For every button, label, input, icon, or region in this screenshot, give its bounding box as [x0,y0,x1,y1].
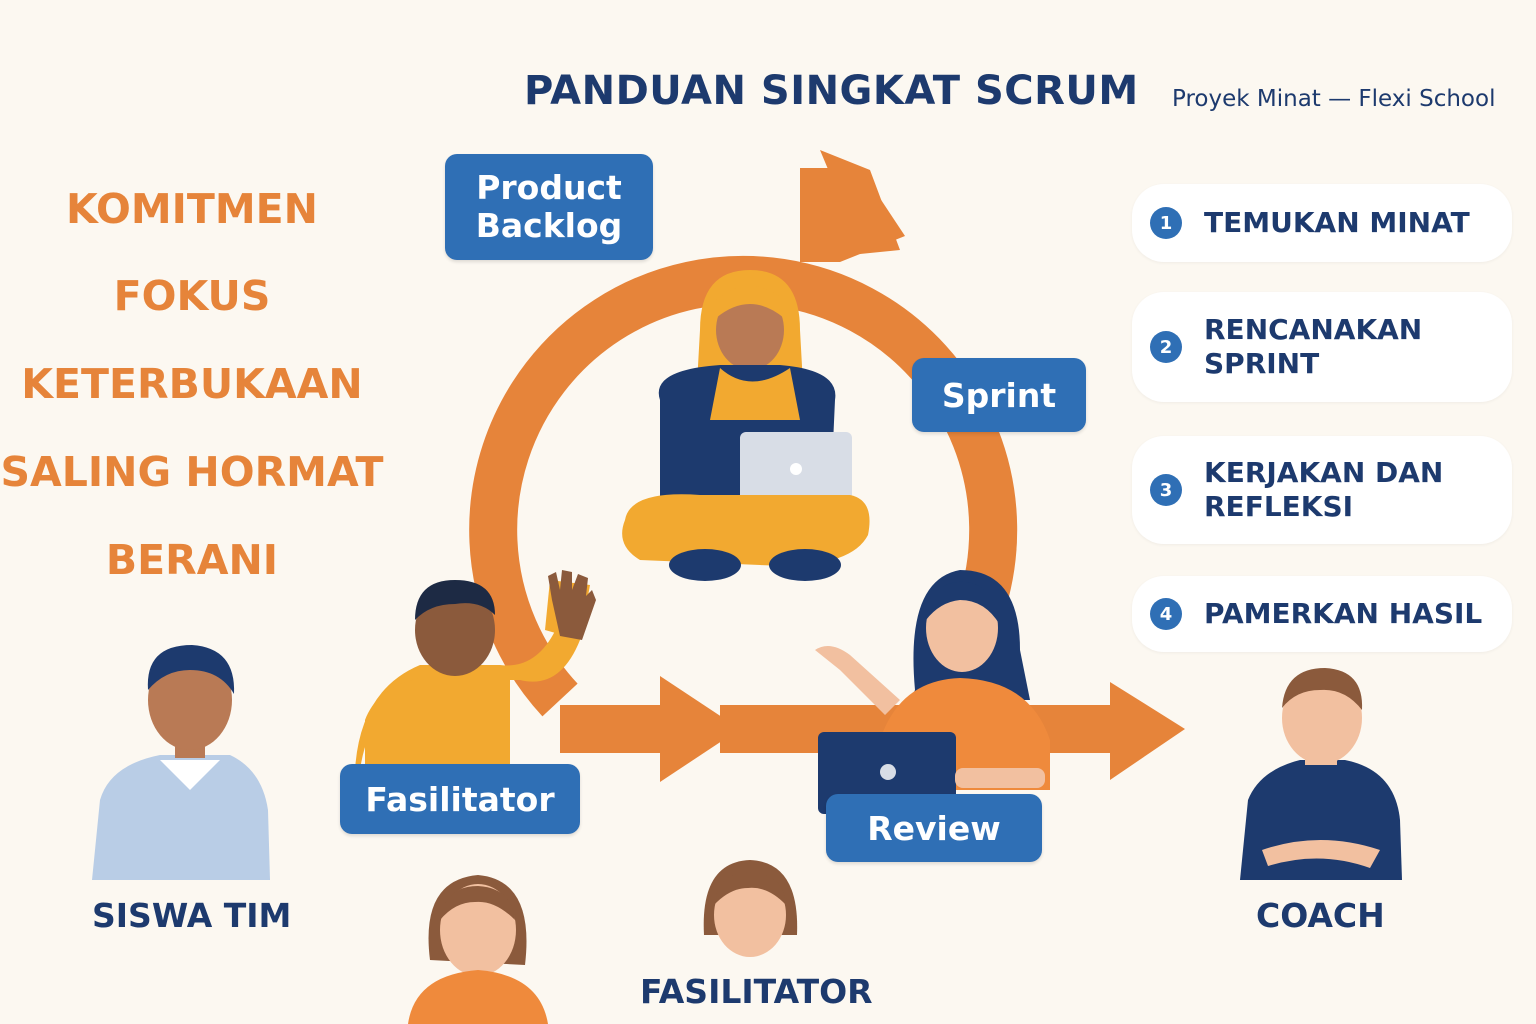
student-laptop-figure [622,270,870,581]
label-fasilitator: FASILITATOR [640,972,873,1011]
fasilitator-tag: Fasilitator [340,764,580,834]
fasilitator-figure [355,570,596,770]
label-coach: COACH [1256,896,1385,935]
fasilitator-center-figure [703,860,798,957]
page-title: PANDUAN SINGKAT SCRUM [524,68,1139,114]
value-berani: BERANI [105,536,279,584]
page-subtitle: Proyek Minat — Flexi School [1172,86,1496,112]
step-3: 3 KERJAKAN DAN REFLEKSI [1132,436,1512,544]
review-student-figure [815,570,1050,814]
step-label: PAMERKAN HASIL [1204,597,1483,630]
coach-figure [1240,668,1402,880]
step-label: KERJAKAN DAN REFLEKSI [1204,456,1444,523]
step-label: RENCANAKAN SPRINT [1204,313,1423,380]
label-siswa-tim: SISWA TIM [92,896,292,935]
review-tag: Review [826,794,1042,862]
step-number: 2 [1150,331,1182,363]
step-label: TEMUKAN MINAT [1204,206,1470,239]
value-keterbukaan: KETERBUKAAN [21,360,363,408]
step-1: 1 TEMUKAN MINAT [1132,184,1512,262]
cycle-arrowhead-body [800,168,905,262]
sprint-cycle-arrow [469,255,1018,717]
step-2: 2 RENCANAKAN SPRINT [1132,292,1512,402]
step-4: 4 PAMERKAN HASIL [1132,576,1512,652]
value-komitmen: KOMITMEN [66,185,318,233]
siswa-tim-figure [92,645,270,880]
product-backlog-tag: Product Backlog [445,154,653,260]
value-saling-hormat: SALING HORMAT [0,448,384,496]
value-fokus: FOKUS [113,272,271,320]
step-number: 4 [1150,598,1182,630]
step-number: 1 [1150,207,1182,239]
flow-arrow-left [560,676,740,782]
fasilitator-woman-figure [408,875,548,1024]
sprint-tag: Sprint [912,358,1086,432]
step-number: 3 [1150,474,1182,506]
